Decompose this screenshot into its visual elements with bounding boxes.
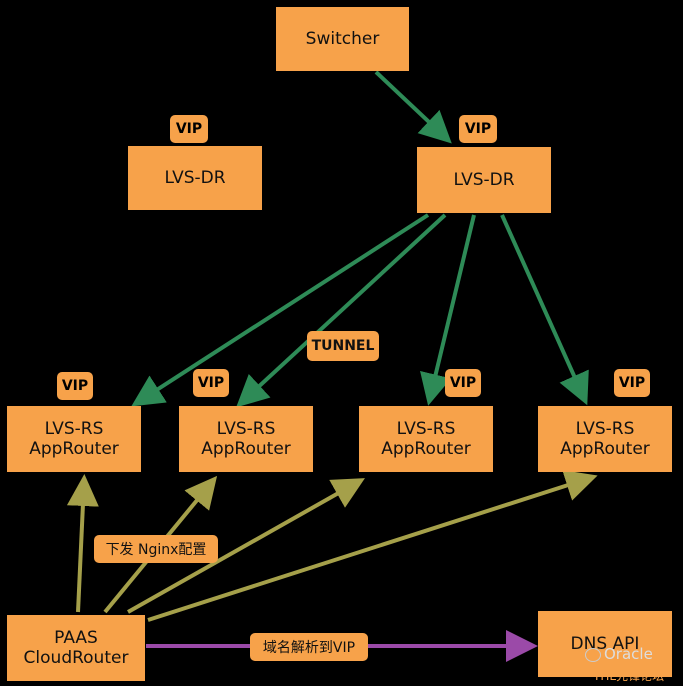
nginx-config-label: 下发 Nginx配置: [94, 535, 218, 563]
lvs-rs-node-4: LVS-RS AppRouter: [538, 406, 672, 472]
dns-resolve-label: 域名解析到VIP: [250, 633, 368, 661]
approuter-label: AppRouter: [29, 439, 119, 459]
vip-badge-rs-4: VIP: [614, 369, 650, 397]
switcher-label: Switcher: [305, 28, 380, 49]
approuter-label: AppRouter: [201, 439, 291, 459]
edge-lvs-dr-to-rs-2: [236, 213, 447, 408]
edge-paas-to-rs-3: [127, 478, 365, 614]
footer-watermark: ITIL先锋论坛: [595, 667, 664, 684]
vip-label: VIP: [197, 375, 225, 391]
paas-label: PAAS: [54, 627, 98, 648]
lvs-rs-node-3: LVS-RS AppRouter: [359, 406, 493, 472]
lvs-dr-left-node: LVS-DR: [128, 146, 262, 210]
dns-api-node: DNS API: [538, 611, 672, 677]
vip-badge-lvs-dr-right: VIP: [459, 115, 497, 143]
edge-lvs-dr-to-rs-1: [131, 213, 430, 407]
chat-bubble-icon: [585, 647, 601, 662]
lvs-rs-label: LVS-RS: [44, 418, 104, 439]
lvs-rs-node-2: LVS-RS AppRouter: [179, 406, 313, 472]
edge-paas-to-rs-4: [147, 470, 598, 622]
cloudrouter-label: CloudRouter: [23, 648, 129, 668]
edge-lvs-dr-to-rs-4: [500, 214, 589, 406]
approuter-label: AppRouter: [381, 439, 471, 459]
vip-label: VIP: [464, 121, 492, 137]
vip-label: VIP: [618, 375, 646, 391]
approuter-label: AppRouter: [560, 439, 650, 459]
lvs-dr-left-label: LVS-DR: [164, 167, 226, 188]
edge-lvs-dr-to-rs-3: [420, 214, 476, 406]
vip-badge-rs-1: VIP: [57, 372, 93, 400]
vip-label: VIP: [175, 121, 203, 137]
paas-cloudrouter-node: PAAS CloudRouter: [7, 615, 145, 681]
oracle-watermark: Oracle: [585, 645, 653, 663]
nginx-config-text: 下发 Nginx配置: [105, 542, 207, 558]
lvs-rs-label: LVS-RS: [575, 418, 635, 439]
vip-badge-rs-3: VIP: [445, 369, 481, 397]
edge-switcher-to-lvs-dr: [374, 70, 452, 144]
lvs-dr-right-label: LVS-DR: [453, 169, 515, 190]
edge-paas-to-rs-1: [66, 474, 99, 613]
tunnel-label: TUNNEL: [307, 331, 379, 361]
lvs-rs-label: LVS-RS: [216, 418, 276, 439]
lvs-rs-label: LVS-RS: [396, 418, 456, 439]
footer-text: ITIL先锋论坛: [595, 669, 665, 683]
tunnel-text: TUNNEL: [311, 338, 375, 354]
watermark-brand: Oracle: [604, 645, 653, 663]
lvs-dr-right-node: LVS-DR: [417, 147, 551, 213]
vip-label: VIP: [61, 378, 89, 394]
vip-badge-rs-2: VIP: [193, 369, 229, 397]
vip-badge-lvs-dr-left: VIP: [170, 115, 208, 143]
switcher-node: Switcher: [276, 7, 409, 71]
lvs-rs-node-1: LVS-RS AppRouter: [7, 406, 141, 472]
vip-label: VIP: [449, 375, 477, 391]
dns-resolve-text: 域名解析到VIP: [262, 640, 356, 656]
